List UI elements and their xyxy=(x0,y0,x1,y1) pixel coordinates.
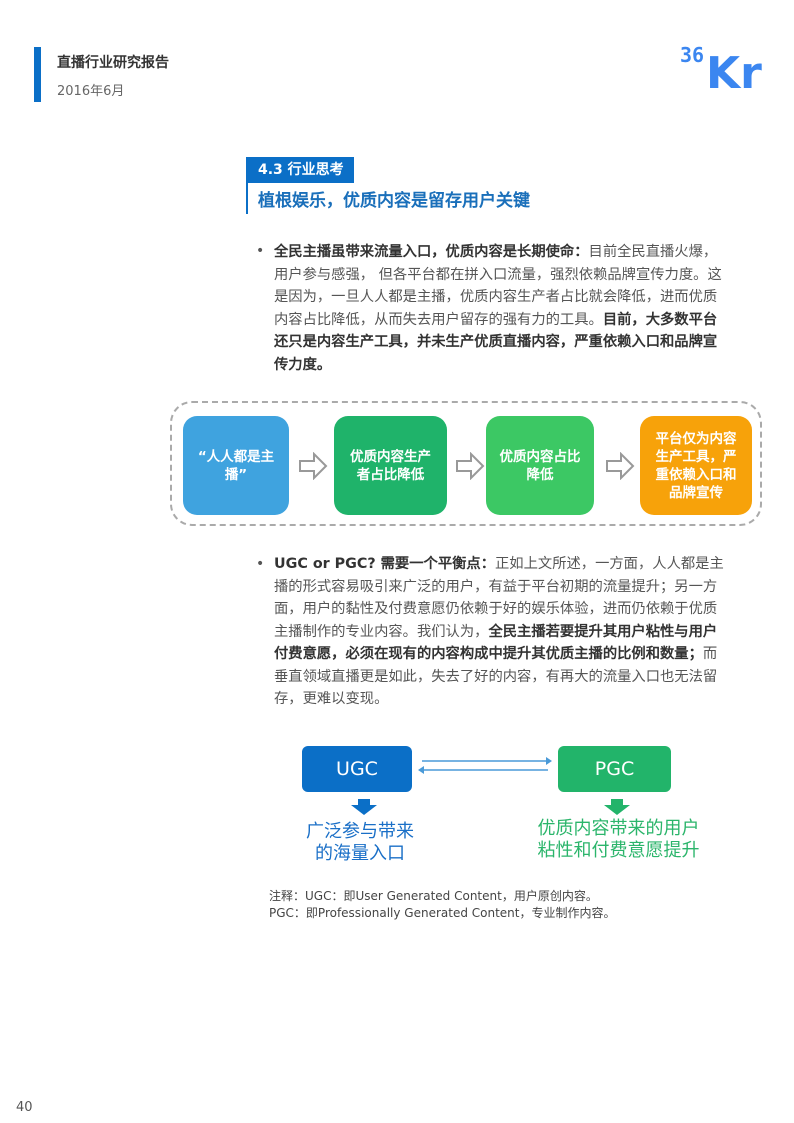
pgc-box: PGC xyxy=(558,746,671,792)
down-arrow-icon xyxy=(351,799,377,815)
section-rule xyxy=(246,157,248,214)
flow-box-producer-ratio: 优质内容生产者占比降低 xyxy=(334,416,447,515)
flow-box-platform-tool: 平台仅为内容生产工具，严重依赖入口和品牌宣传 xyxy=(640,416,752,515)
flow-box-content-ratio: 优质内容占比降低 xyxy=(486,416,594,515)
paragraph-1-lead: 全民主播虽带来流量入口，优质内容是长期使命： xyxy=(274,244,589,260)
flow-box-everyone-streamer: “人人都是主播” xyxy=(183,416,289,515)
svg-text:36: 36 xyxy=(680,43,704,67)
bullet: • xyxy=(256,243,265,259)
paragraph-1: 全民主播虽带来流量入口，优质内容是长期使命：目前全民直播火爆，用户参与感强， 但… xyxy=(274,241,726,376)
ugc-caption: 广泛参与带来 的海量入口 xyxy=(290,821,430,865)
paragraph-2-body-1: 正如上文所述，一方面，人人都是主播的形式容易吸引来广泛的用户，有益于平台初期的流… xyxy=(274,556,724,640)
section-tag: 4.3 行业思考 xyxy=(248,157,354,183)
pgc-caption: 优质内容带来的用户 粘性和付费意愿提升 xyxy=(526,818,711,862)
report-date: 2016年6月 xyxy=(57,84,125,99)
pgc-caption-line-2: 粘性和付费意愿提升 xyxy=(537,840,700,861)
bidirectional-arrows-icon xyxy=(418,757,552,774)
note-ugc: 注释：UGC：即User Generated Content，用户原创内容。 xyxy=(269,889,598,903)
paragraph-2: UGC or PGC? 需要一个平衡点：正如上文所述，一方面，人人都是主播的形式… xyxy=(274,553,726,711)
paragraph-1-body: 目前全民直播火爆，用户参与感强， 但各平台都在拼入口流量，强烈依赖品牌宣传力度。… xyxy=(274,244,722,328)
hollow-right-arrow-icon xyxy=(456,452,485,480)
paragraph-2-emphasis: 全民主播若要提升其用户粘性与用户付费意愿，必须在现有的内容构成中提升其优质主播的… xyxy=(274,623,718,663)
36kr-logo-icon: 36 Kr xyxy=(680,43,762,92)
header-accent-bar xyxy=(34,47,41,102)
note-pgc: PGC：即Professionally Generated Content，专业… xyxy=(269,906,616,920)
down-arrow-icon xyxy=(604,799,630,815)
pgc-caption-line-1: 优质内容带来的用户 xyxy=(537,818,700,839)
paragraph-2-body-2: 而垂直领域直播更是如此，失去了好的内容，有再大的流量入口也无法留存，更难以变现。 xyxy=(274,646,718,707)
svg-text:Kr: Kr xyxy=(706,48,762,92)
flow-diagram-frame xyxy=(170,401,762,526)
paragraph-1-emphasis: 目前，大多数平台还只是内容生产工具，并未生产优质直播内容，严重依赖入口和品牌宣传… xyxy=(274,311,718,373)
report-title: 直播行业研究报告 xyxy=(57,55,169,71)
ugc-caption-line-1: 广泛参与带来 xyxy=(306,821,414,842)
bullet: • xyxy=(256,556,265,572)
section-title: 植根娱乐，优质内容是留存用户关键 xyxy=(258,191,530,211)
paragraph-2-lead: UGC or PGC? 需要一个平衡点： xyxy=(274,556,496,572)
ugc-box: UGC xyxy=(302,746,412,792)
hollow-right-arrow-icon xyxy=(299,452,328,480)
page-number: 40 xyxy=(16,1100,33,1115)
hollow-right-arrow-icon xyxy=(606,452,635,480)
ugc-caption-line-2: 的海量入口 xyxy=(315,843,405,864)
